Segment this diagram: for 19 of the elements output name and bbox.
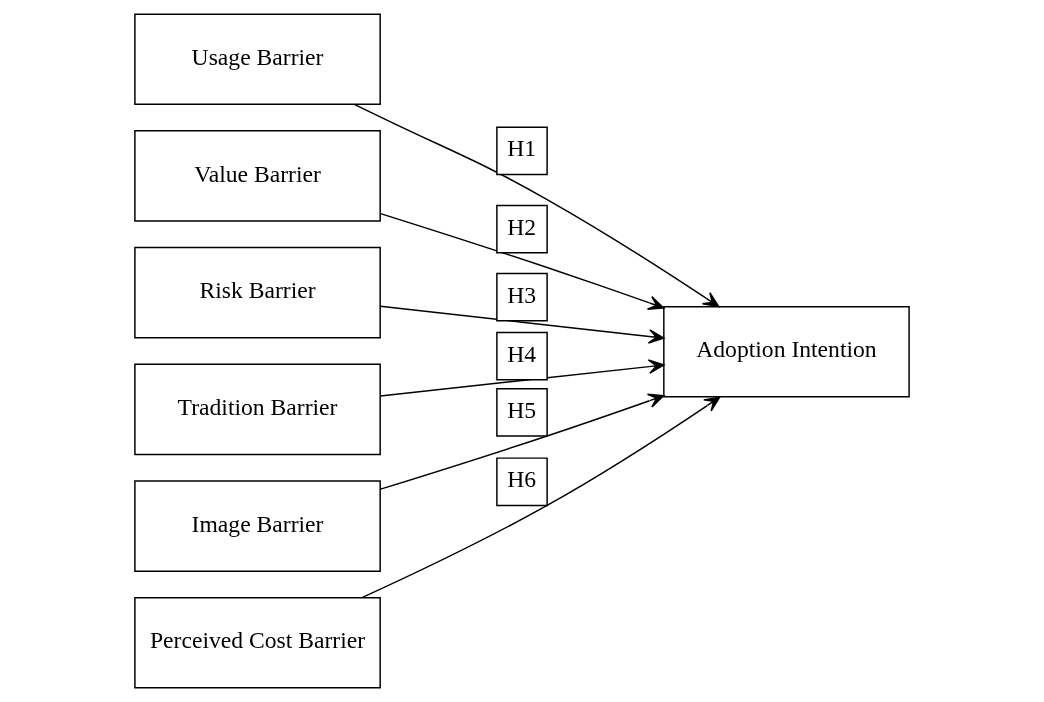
node-box: Perceived Cost Barrier: [134, 597, 381, 689]
node-box: Adoption Intention: [663, 305, 910, 398]
arrow: [353, 103, 720, 308]
edge-label: H5: [507, 396, 537, 423]
edge-label: H4: [507, 340, 537, 367]
edge-label: H6: [507, 466, 537, 493]
arrow: [361, 396, 721, 599]
edge-label: H2: [507, 213, 537, 240]
edge-label: H1: [507, 135, 537, 162]
node-box: Value Barrier: [134, 130, 381, 222]
arrow: [379, 212, 665, 310]
arrow: [379, 305, 665, 344]
edge-label: H3: [507, 281, 537, 308]
node-box: Usage Barrier: [134, 13, 381, 105]
arrow: [379, 359, 665, 397]
node-box: Risk Barrier: [134, 246, 381, 339]
node-box: Tradition Barrier: [134, 363, 381, 456]
node-box: Image Barrier: [134, 480, 381, 572]
arrow: [379, 393, 665, 490]
